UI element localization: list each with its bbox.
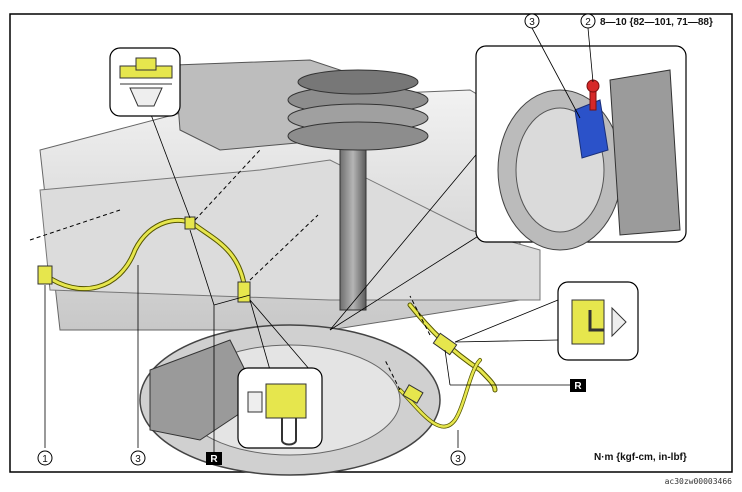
- torque-units-note: N·m {kgf-cm, in-lbf}: [594, 452, 687, 463]
- harness-clip-2: [237, 281, 251, 303]
- sensor-mount-detail: [329, 45, 687, 331]
- svg-text:1: 1: [42, 454, 48, 465]
- callout-2-top: 2: [580, 13, 596, 29]
- clip-detail-bottom: [237, 299, 323, 449]
- clip-detail-topleft: [109, 47, 191, 219]
- r-marker-left: R: [206, 452, 222, 465]
- svg-text:3: 3: [135, 454, 141, 465]
- callout-3-left: 3: [130, 450, 146, 466]
- svg-text:3: 3: [529, 17, 535, 28]
- svg-text:R: R: [574, 381, 582, 392]
- figure-code: ac30zw00003466: [665, 477, 733, 486]
- leader-lines: [44, 229, 570, 452]
- clip-detail-right: [454, 281, 639, 361]
- svg-text:3: 3: [455, 454, 461, 465]
- callout-3-bottom: 3: [450, 450, 466, 466]
- sensor-head: [402, 384, 424, 404]
- leader-clip: [531, 27, 581, 119]
- harness-clip-1: [184, 216, 196, 230]
- sensor-bolt: [589, 89, 597, 111]
- r-marker-right: R: [570, 379, 586, 392]
- strut-spring: [287, 69, 429, 311]
- callout-1: 1: [37, 450, 53, 466]
- callout-3-top: 3: [524, 13, 540, 29]
- torque-spec: 8—10 {82—101, 71—88}: [600, 17, 713, 28]
- svg-text:2: 2: [585, 17, 591, 28]
- lower-arm: [39, 159, 541, 301]
- sensor-connector: [37, 265, 53, 285]
- brake-caliper: [149, 339, 261, 441]
- leader-bolt: [587, 27, 594, 83]
- harness-clip-3: [432, 332, 458, 356]
- guide-lines: [29, 149, 431, 391]
- svg-text:R: R: [210, 454, 218, 465]
